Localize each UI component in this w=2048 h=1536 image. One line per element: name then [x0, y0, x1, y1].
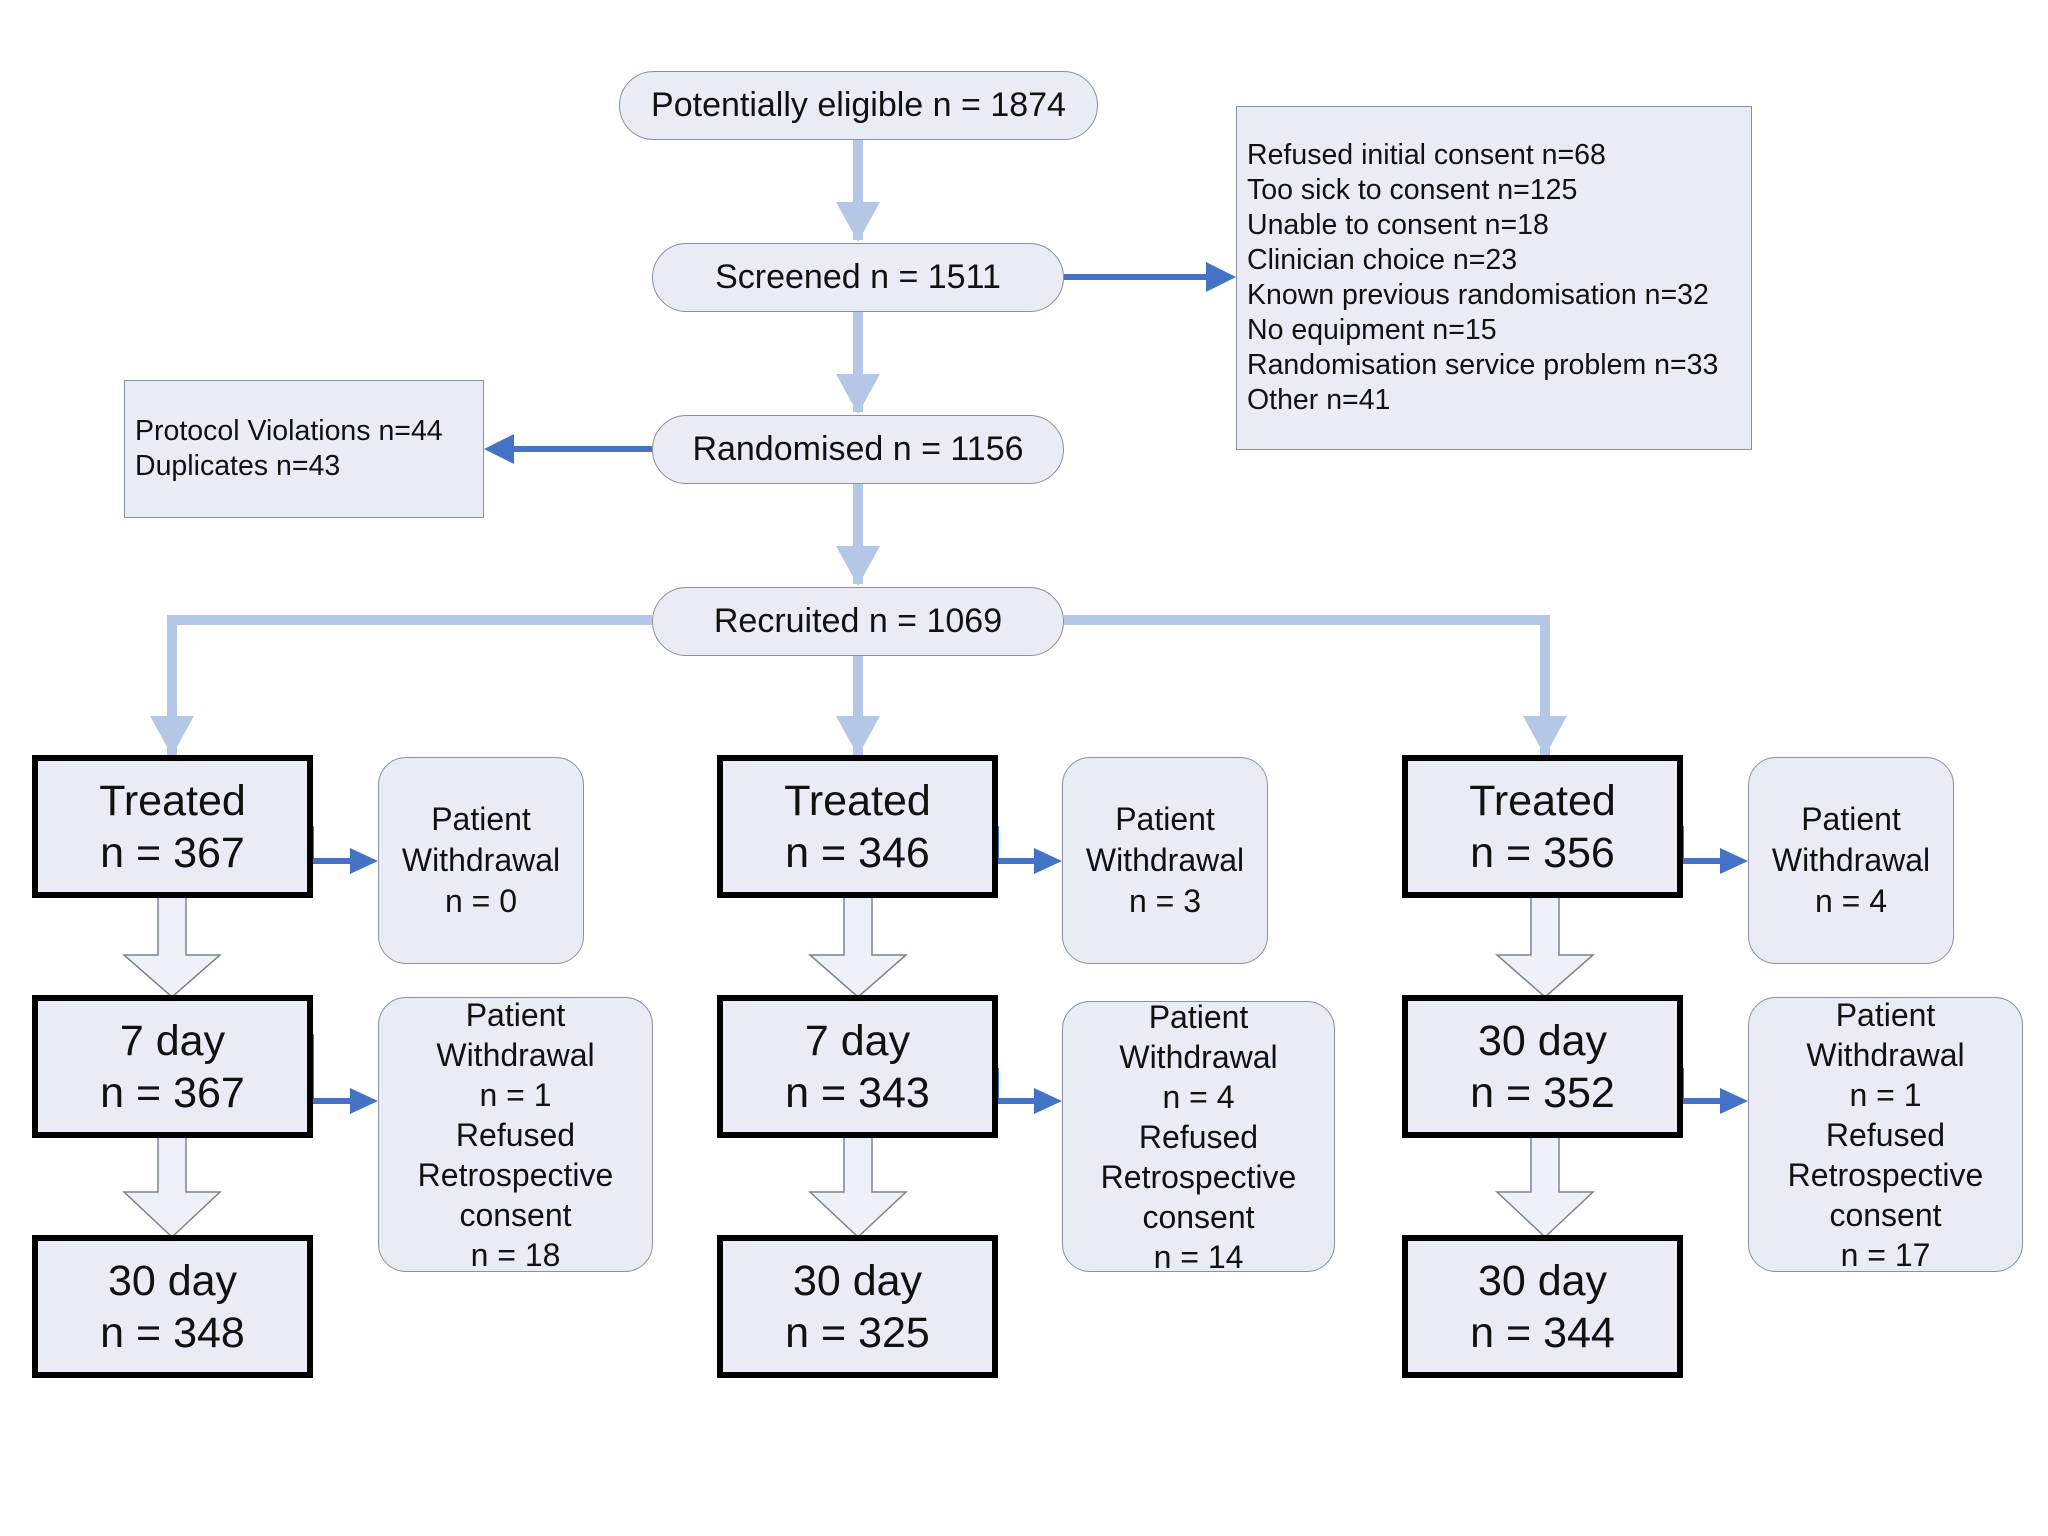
exclusion-reason: Other n=41 [1247, 384, 1391, 416]
arm-3-followup-2-box: 30 day n = 344 [1402, 1235, 1683, 1378]
arm-2-followup-2-box: 30 day n = 325 [717, 1235, 998, 1378]
randomised-label: Randomised n = 1156 [692, 430, 1024, 468]
main-flow-arrows [150, 140, 1567, 756]
exclusion-reason: Clinician choice n=23 [1247, 244, 1518, 276]
exclusion-reason: Randomisation service problem n=33 [1247, 349, 1719, 381]
arm-3-followup-1-box: 30 day n = 352 [1402, 995, 1683, 1138]
violation-item: Duplicates n=43 [135, 450, 341, 482]
arm-2-followup-1-box: 7 day n = 343 [717, 995, 998, 1138]
arrow-recruited-to-arm-3 [1064, 615, 1550, 755]
arm-2-withdrawal-1-box: Patient Withdrawal n = 3 [1062, 757, 1268, 964]
exclusion-reason: Refused initial consent n=68 [1247, 139, 1606, 171]
exclusion-reasons-box: Refused initial consent n=68 Too sick to… [1236, 106, 1752, 450]
exclusion-arrows [484, 262, 1236, 464]
eligible-box: Potentially eligible n = 1874 [619, 71, 1098, 140]
arm-2-treated-box: Treated n = 346 [717, 755, 998, 898]
arm-1-withdrawal-2-box: Patient Withdrawal n = 1 Refused Retrosp… [378, 997, 653, 1273]
exclusion-reason: No equipment n=15 [1247, 314, 1497, 346]
randomised-box: Randomised n = 1156 [652, 415, 1064, 484]
arm-1-withdrawal-1-box: Patient Withdrawal n = 0 [378, 757, 584, 964]
arm-3-treated-box: Treated n = 356 [1402, 755, 1683, 898]
eligible-label: Potentially eligible n = 1874 [651, 86, 1066, 124]
arm-1-treated-box: Treated n = 367 [32, 755, 313, 898]
arrow-recruited-to-arm-1 [167, 615, 652, 755]
followup-arrows [122, 895, 1595, 1239]
exclusion-reason: Unable to consent n=18 [1247, 209, 1549, 241]
recruited-label: Recruited n = 1069 [713, 602, 1003, 640]
violation-item: Protocol Violations n=44 [135, 415, 443, 447]
recruited-box: Recruited n = 1069 [652, 587, 1064, 656]
arm-2-withdrawal-2-box: Patient Withdrawal n = 4 Refused Retrosp… [1062, 999, 1335, 1275]
violations-box: Protocol Violations n=44 Duplicates n=43 [124, 380, 484, 518]
arm-3-withdrawal-1-box: Patient Withdrawal n = 4 [1748, 757, 1954, 964]
arm-1-followup-1-box: 7 day n = 367 [32, 995, 313, 1138]
exclusion-reason: Known previous randomisation n=32 [1247, 279, 1709, 311]
exclusion-reason: Too sick to consent n=125 [1247, 174, 1578, 206]
screened-label: Screened n = 1511 [715, 258, 1001, 296]
arm-3-withdrawal-2-box: Patient Withdrawal n = 1 Refused Retrosp… [1748, 997, 2023, 1273]
arm-1-followup-2-box: 30 day n = 348 [32, 1235, 313, 1378]
screened-box: Screened n = 1511 [652, 243, 1064, 312]
